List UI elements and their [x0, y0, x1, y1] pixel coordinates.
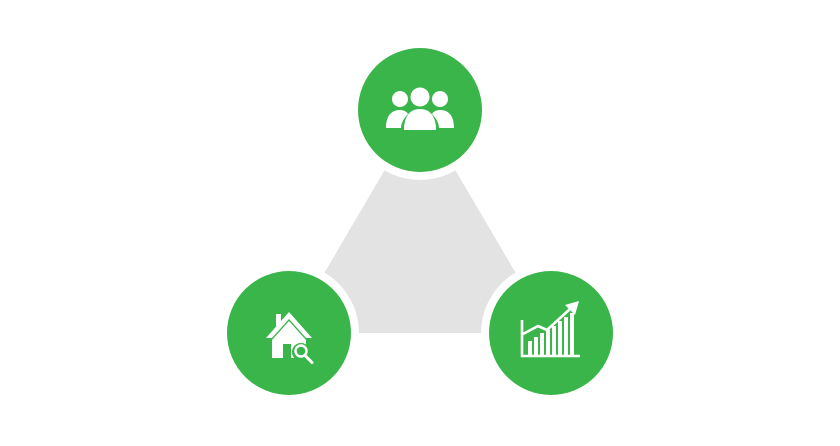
growth-chart-icon: [520, 301, 580, 358]
node-disc: [489, 271, 613, 395]
node-growth: [481, 263, 621, 403]
node-team: [350, 40, 490, 180]
connector-triangle: [289, 110, 551, 333]
house-search-icon: [266, 312, 314, 364]
users-group-icon: [386, 87, 454, 130]
node-property: [219, 263, 359, 403]
